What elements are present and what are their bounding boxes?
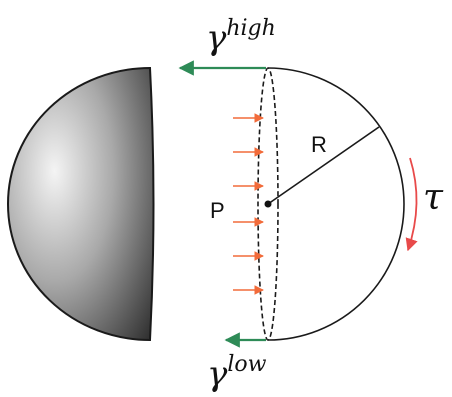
torque-arrow	[405, 157, 418, 252]
center-point	[264, 200, 272, 208]
gamma-high-label: γhigh	[206, 16, 276, 58]
pressure-label: P	[210, 198, 225, 223]
solid-hemisphere	[7, 66, 155, 342]
outline-hemisphere	[267, 67, 405, 341]
dashed-cross-section	[257, 67, 279, 341]
radius-label: R	[311, 132, 327, 157]
radius-line	[267, 126, 380, 205]
torque-label: τ	[423, 177, 444, 218]
gamma-low-label: γlow	[207, 352, 267, 394]
pressure-arrows	[233, 113, 264, 295]
